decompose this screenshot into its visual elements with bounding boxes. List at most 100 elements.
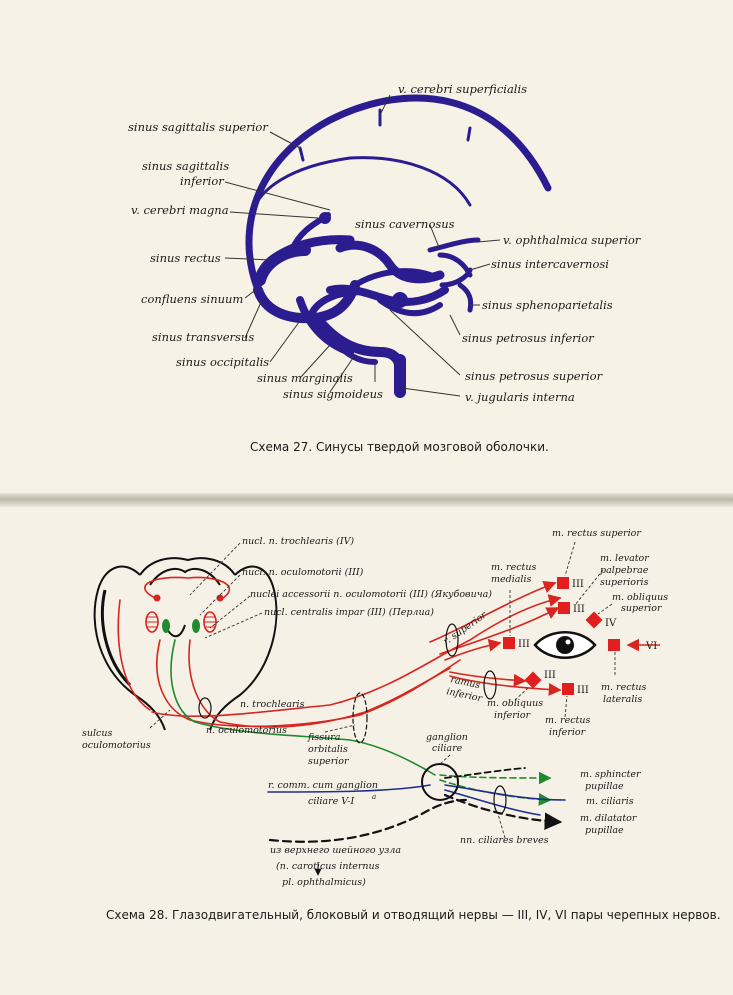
accessory-nucleus-right (192, 619, 200, 633)
lower-page (0, 507, 733, 995)
caption-diagram-27: Схема 27. Синусы твердой мозговой оболоч… (250, 440, 549, 454)
label-sinus-sigmoideus: sinus sigmoideus (283, 387, 383, 401)
page-fold (0, 493, 733, 507)
label-sympathetic-3: pl. ophthalmicus) (282, 877, 366, 888)
roman-obliquus-inferior: III (544, 670, 556, 681)
v-ophthalmica-superior-shape (427, 237, 481, 253)
m-obliquus-inferior-marker (524, 671, 542, 689)
label-confluens-sinuum: confluens sinuum (141, 292, 243, 306)
label-r-comm-1: r. comm. cum ganglion (268, 780, 378, 791)
accessory-nucleus-left (162, 619, 170, 633)
label-sympathetic-1: из верхнего шейного узла (270, 845, 401, 856)
label-m-rectus-inferior-2: inferior (549, 727, 587, 738)
label-m-sphincter-1: m. sphincter (580, 769, 642, 780)
label-sympathetic-2: (n. caroticus internus (276, 861, 380, 872)
roman-levator: III (573, 604, 585, 615)
label-sinus-petrosus-superior: sinus petrosus superior (465, 369, 604, 383)
label-sinus-marginalis: sinus marginalis (257, 371, 353, 385)
label-m-dilatator-2: pupillae (585, 825, 624, 836)
label-n-trochlearis: n. trochlearis (240, 699, 305, 710)
label-sinus-rectus: sinus rectus (150, 251, 221, 265)
sinus-petrosus-superior-shape (352, 268, 433, 288)
diagram28-leaders (149, 541, 616, 876)
roman-rectus-inferior: III (577, 685, 589, 696)
label-m-rectus-lateralis-2: lateralis (603, 694, 642, 705)
label-sinus-cavernosus: sinus cavernosus (355, 217, 455, 231)
diagram28-labels: nucl. n. trochlearis (IV) nucl. n. oculo… (82, 528, 721, 922)
m-rectus-inferior-marker (562, 683, 574, 695)
sinus-marginalis-shape (332, 337, 378, 365)
label-m-obliquus-inferior-1: m. obliquus (487, 698, 543, 709)
label-sinus-occipitalis: sinus occipitalis (176, 355, 269, 369)
caption-diagram-28: Схема 28. Глазодвигательный, блоковый и … (106, 908, 721, 922)
label-ganglion-1: ganglion (426, 732, 468, 743)
label-sinus-sagittalis-inferior-2: inferior (180, 174, 225, 188)
confluens-shape (254, 244, 311, 286)
m-rectus-lateralis-marker (608, 639, 620, 651)
roman-rectus-medialis: III (518, 639, 530, 650)
m-obliquus-superior-marker (585, 611, 603, 629)
label-m-levator-1: m. levator (600, 553, 650, 564)
label-m-sphincter-2: pupillae (585, 781, 624, 792)
label-m-obliquus-superior-2: superior (621, 603, 663, 614)
label-fissura-2: orbitalis (308, 744, 348, 755)
label-sulcus-1: sulcus (82, 728, 112, 739)
label-m-dilatator-1: m. dilatator (580, 813, 638, 824)
label-sinus-sphenoparietalis: sinus sphenoparietalis (482, 298, 613, 312)
label-m-ciliaris: m. ciliaris (586, 796, 634, 807)
sinus-sphenoparietalis-shape (457, 282, 474, 313)
label-m-rectus-lateralis-1: m. rectus (601, 682, 646, 693)
roman-rectus-superior: III (572, 579, 584, 590)
muscle-markers (503, 577, 660, 695)
diagram27-leaders (224, 94, 501, 397)
label-v-cerebri-magna: v. cerebri magna (131, 203, 229, 217)
label-nucl-trochlearis: nucl. n. trochlearis (IV) (242, 536, 354, 547)
sinus-cavernosus-shape (335, 240, 445, 284)
label-sinus-petrosus-inferior: sinus petrosus inferior (462, 331, 595, 345)
label-sinus-sagittalis-inferior-1: sinus sagittalis (142, 159, 229, 173)
cerebri-sup-branch-3 (466, 126, 472, 142)
label-nucl-oculomotorii: nucl. n. oculomotorii (III) (242, 567, 364, 578)
sinus-transversus-shape (253, 280, 360, 324)
label-nn-ciliares: nn. ciliares breves (460, 835, 549, 846)
sinus-petrosus-inferior-shape (377, 297, 443, 317)
roman-obliquus-superior: IV (605, 618, 617, 629)
m-levator-marker (558, 602, 570, 614)
nerve-paths (117, 576, 566, 843)
label-sinus-sagittalis-superior: sinus sagittalis superior (128, 120, 269, 134)
label-fissura-3: superior (308, 756, 350, 767)
label-m-rectus-inferior-1: m. rectus (545, 715, 590, 726)
label-sinus-transversus: sinus transversus (152, 330, 254, 344)
m-rectus-medialis-marker (503, 637, 515, 649)
roman-rectus-lateralis: VI (645, 641, 657, 652)
sinus-intercavernosi-shape (437, 252, 473, 288)
label-v-cerebri-superficialis: v. cerebri superficialis (398, 82, 527, 96)
label-r-comm-sup: a (372, 793, 376, 801)
label-r-comm-2: ciliare V-I (308, 796, 354, 807)
label-m-levator-2: palpebrae (600, 565, 649, 576)
label-fissura-1: fissura (307, 732, 341, 743)
roman-numerals: III III IV III VI III III (518, 579, 657, 696)
label-v-ophthalmica-superior: v. ophthalmica superior (503, 233, 642, 247)
label-sulcus-2: oculomotorius (82, 740, 151, 751)
label-n-oculomotorius: n. oculomotorius (206, 725, 287, 736)
label-sinus-intercavernosi: sinus intercavernosi (491, 257, 609, 271)
label-v-jugularis-interna: v. jugularis interna (465, 390, 575, 404)
basal-loop-shape (306, 288, 369, 322)
label-ganglion-2: ciliare (432, 743, 463, 754)
sinus-sagittalis-inferior-shape (246, 156, 472, 232)
eye-icon (533, 631, 597, 659)
cerebri-sup-branch-2 (298, 146, 305, 162)
label-nucl-centralis: nucl. centralis impar (III) (Перлиа) (264, 607, 434, 618)
sinus-sagittalis-superior-shape (245, 94, 552, 294)
diagram27-labels: v. cerebri superficialis sinus sagittali… (128, 82, 642, 454)
label-m-rectus-medialis-2: medialis (491, 574, 531, 585)
label-nuclei-accessorii: nuclei accessorii n. oculomotorii (III) … (250, 589, 492, 600)
m-rectus-superior-marker (557, 577, 569, 589)
dural-sinuses-diagram (245, 94, 552, 398)
label-m-rectus-superior: m. rectus superior (552, 528, 642, 539)
label-m-obliquus-superior-1: m. obliquus (612, 592, 668, 603)
trochlear-nucleus-left (153, 594, 161, 602)
label-m-rectus-medialis-1: m. rectus (491, 562, 536, 573)
